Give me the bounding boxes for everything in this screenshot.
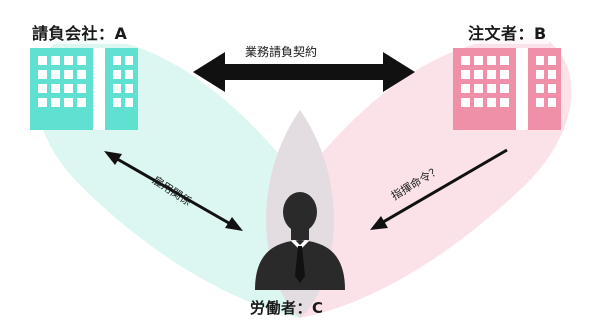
client-building-icon [453, 48, 561, 130]
worker-person-icon [255, 192, 345, 290]
contractor-label: 請負会社：A [30, 20, 130, 44]
contract-relation-label: 業務請負契約 [245, 45, 318, 59]
contract-double-arrow [193, 52, 415, 92]
command-arrow [370, 148, 508, 230]
client-label: 注文者：B [466, 20, 549, 44]
contractor-building-icon [30, 48, 138, 130]
worker-label: 労働者：C [250, 299, 324, 317]
employment-arrow [104, 151, 243, 231]
